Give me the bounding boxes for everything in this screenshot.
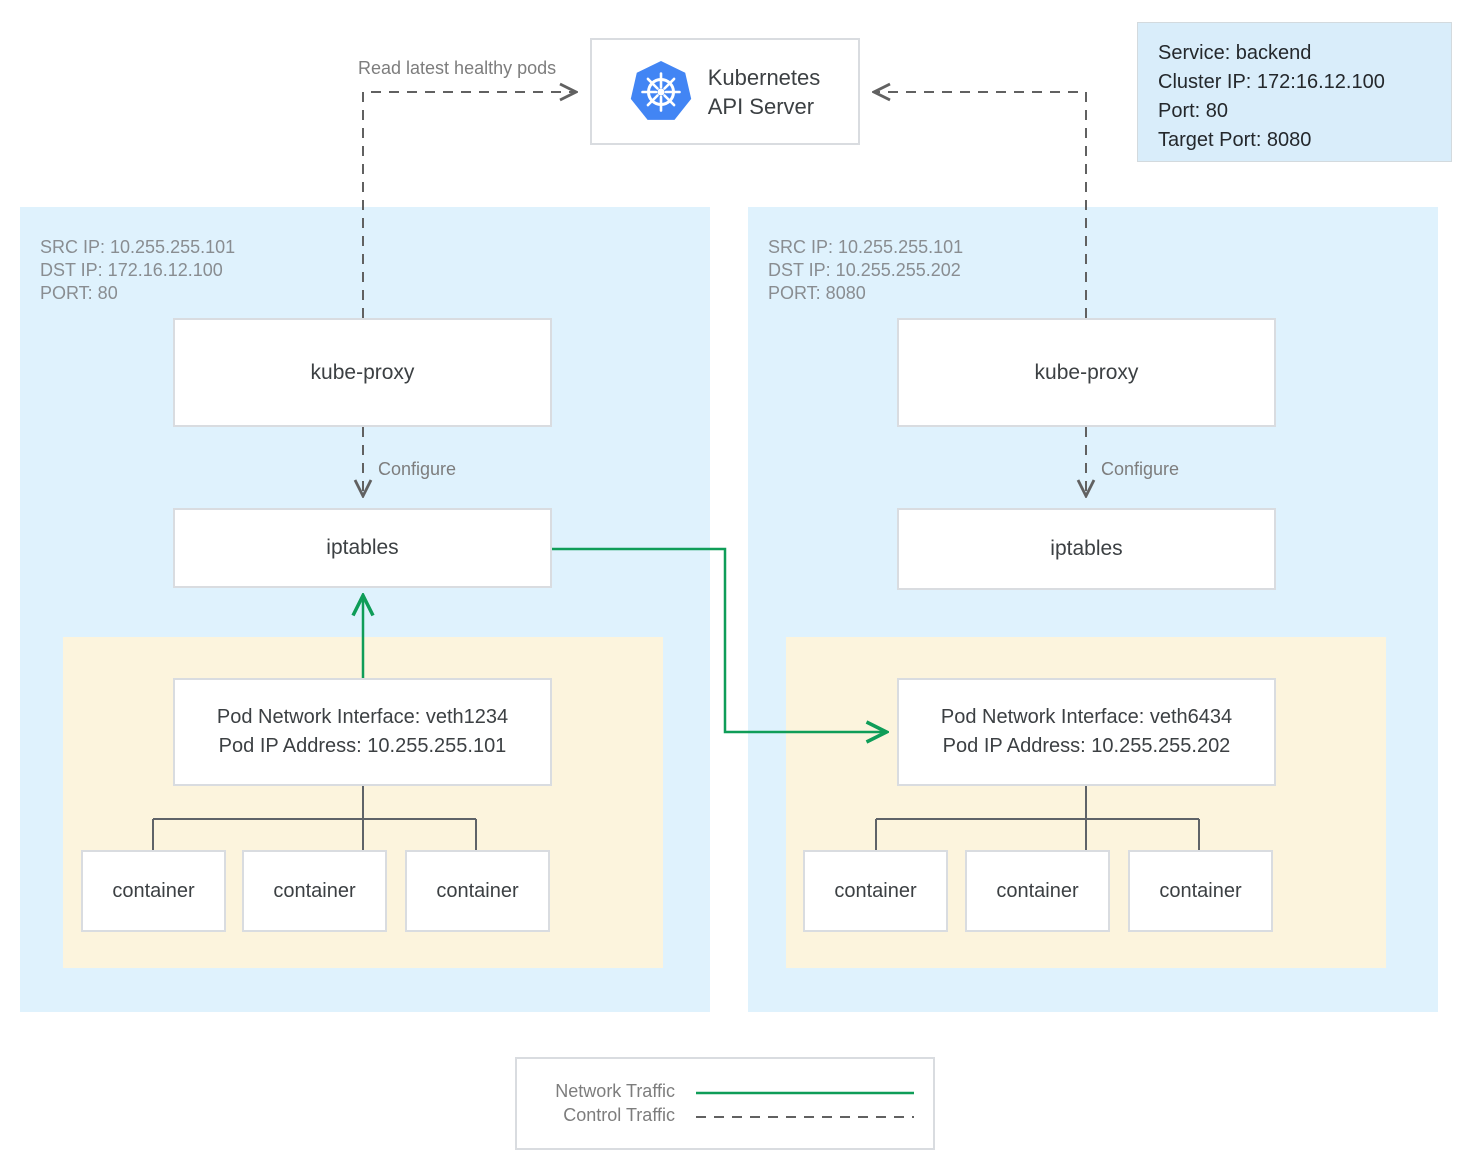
container-label: container [996,879,1079,902]
container-label: container [112,879,195,902]
node-right-port: PORT: 8080 [768,283,866,303]
pod-network-interface-box-right: Pod Network Interface: veth6434 Pod IP A… [897,678,1276,786]
api-server-label: Kubernetes API Server [708,63,821,121]
container-box: container [81,850,226,932]
node-left-dst-ip: DST IP: 172.16.12.100 [40,260,223,280]
container-box: container [803,850,948,932]
service-info-card: Service: backend Cluster IP: 172:16.12.1… [1137,22,1452,162]
pod-interface-right-line2: Pod IP Address: 10.255.255.202 [942,735,1231,757]
pod-interface-left-line2: Pod IP Address: 10.255.255.101 [218,735,507,757]
legend [515,1057,935,1150]
container-box: container [242,850,387,932]
pod-interface-right-line1: Pod Network Interface: veth6434 [940,706,1233,728]
pod-interface-left-line1: Pod Network Interface: veth1234 [216,706,509,728]
container-label: container [273,879,356,902]
iptables-box-left: iptables [173,508,552,588]
node-left-meta: SRC IP: 10.255.255.101 DST IP: 172.16.12… [40,236,235,305]
iptables-label-left: iptables [326,536,399,559]
iptables-box-right: iptables [897,508,1276,590]
container-box: container [1128,850,1273,932]
kube-proxy-box-right: kube-proxy [897,318,1276,427]
node-left-port: PORT: 80 [40,283,118,303]
kubernetes-api-server-box: Kubernetes API Server [590,38,860,145]
node-right-dst-ip: DST IP: 10.255.255.202 [768,260,961,280]
api-server-label-line2: API Server [707,93,815,119]
container-label: container [436,879,519,902]
legend-control-traffic-label: Control Traffic [563,1105,675,1125]
service-target-port: Target Port: 8080 [1158,129,1312,151]
kube-proxy-label-left: kube-proxy [310,360,415,384]
node-left-src-ip: SRC IP: 10.255.255.101 [40,237,236,257]
read-latest-healthy-pods-label: Read latest healthy pods [358,58,557,78]
node-right-meta: SRC IP: 10.255.255.101 DST IP: 10.255.25… [768,236,963,305]
legend-network-traffic-label: Network Traffic [555,1081,675,1101]
node-right-src-ip: SRC IP: 10.255.255.101 [768,237,964,257]
kubernetes-logo-icon [630,60,691,120]
kube-proxy-label-right: kube-proxy [1034,360,1139,384]
kube-proxy-box-left: kube-proxy [173,318,552,427]
api-server-label-line1: Kubernetes [707,64,821,90]
container-box: container [965,850,1110,932]
configure-label-right: Configure [1101,459,1180,479]
service-name: Service: backend [1158,42,1312,64]
service-port: Port: 80 [1158,100,1229,122]
pod-network-interface-box-left: Pod Network Interface: veth1234 Pod IP A… [173,678,552,786]
container-box: container [405,850,550,932]
configure-label-left: Configure [378,459,457,479]
iptables-label-right: iptables [1050,537,1123,560]
service-cluster-ip: Cluster IP: 172:16.12.100 [1158,71,1385,93]
container-label: container [1159,879,1242,902]
container-label: container [834,879,917,902]
